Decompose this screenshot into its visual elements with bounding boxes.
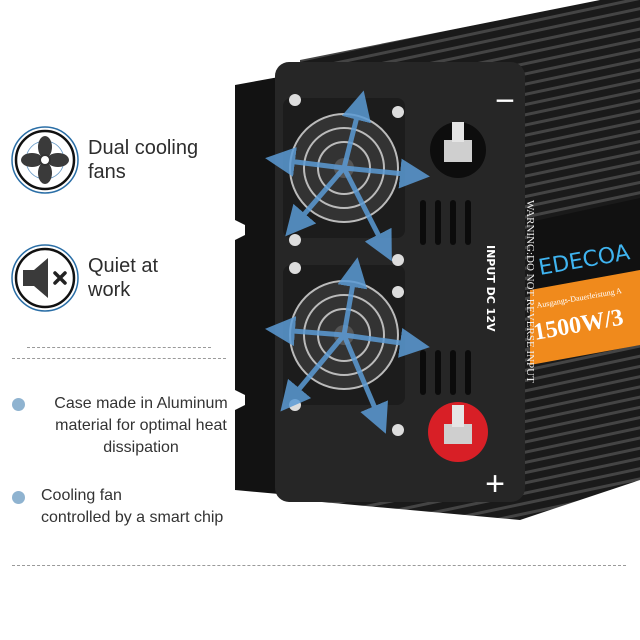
fan-icon [11, 126, 79, 194]
bullet-line: Cooling fan [41, 487, 122, 504]
product-label: EDECOA Ausgangs-Dauerleistung A 1500W/3 [530, 198, 640, 365]
divider [27, 347, 211, 348]
positive-terminal [428, 402, 488, 462]
bullet-text: Cooling fan controlled by a smart chip [41, 485, 223, 529]
feature-line: Quiet at [88, 255, 159, 277]
bullet-dot [12, 491, 25, 504]
plus-sign: + [485, 465, 505, 503]
negative-terminal [430, 122, 486, 178]
bullet-line: controlled by a smart chip [41, 509, 224, 526]
bullet-line: dissipation [103, 439, 179, 456]
feature-line: Dual cooling [88, 137, 199, 159]
divider [12, 358, 226, 359]
feature-line: fans [88, 161, 126, 183]
minus-sign: − [495, 82, 515, 120]
inverter-image: EDECOA Ausgangs-Dauerleistung A 1500W/3 [235, 0, 640, 520]
input-label: INPUT DC 12V [484, 245, 497, 332]
bullet-line: Case made in Aluminum [54, 395, 228, 412]
bullet-dot [12, 398, 25, 411]
feature-line: work [88, 279, 131, 301]
bullet-text: Case made in Aluminum material for optim… [36, 393, 246, 459]
divider [12, 565, 626, 566]
airflow-arrows [265, 90, 430, 434]
speaker-mute-icon [11, 244, 79, 312]
bullet-line: material for optimal heat [55, 417, 227, 434]
warning-label: WARNING:DO NOT REVERSE INPUT [524, 200, 536, 383]
